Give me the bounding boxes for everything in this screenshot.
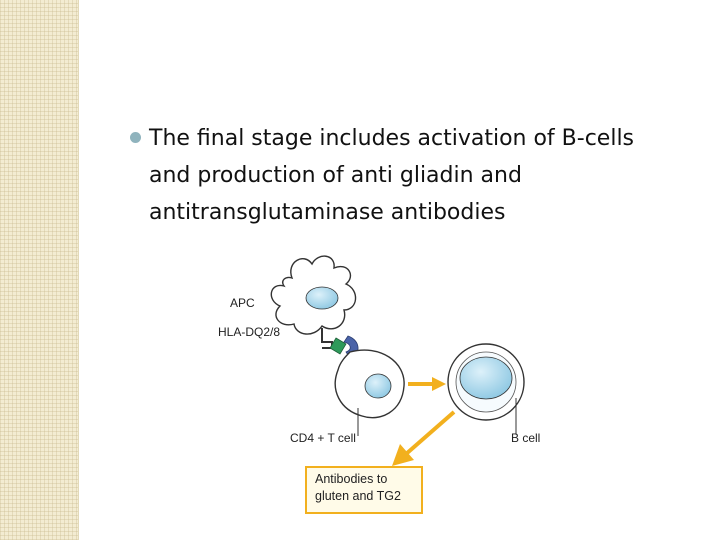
t-cell-nucleus [364,373,392,399]
bullet-text: The final stage includes activation of B… [149,126,635,225]
diagram-graphic [270,255,525,466]
immune-diagram: APC HLA-DQ2/8 CD4 + T cell B cell Antibo… [200,240,580,530]
arrow-t-to-b [408,377,446,391]
antibody-line-2: gluten and TG2 [315,489,401,503]
bullet-icon [130,132,141,143]
cd4-t-cell-label: CD4 + T cell [290,431,356,445]
antibody-line-1: Antibodies to [315,472,388,486]
b-cell-label: B cell [511,431,541,445]
arrow-b-to-antibodies [392,410,456,466]
decorative-side-band [0,0,79,540]
hla-receptor [321,328,333,349]
apc-nucleus [305,286,339,310]
antibody-box: Antibodies to gluten and TG2 [305,466,423,514]
b-cell-nucleus [459,356,513,400]
peptide-icon [329,337,347,355]
apc-label: APC [230,296,255,310]
hla-label: HLA-DQ2/8 [218,325,281,339]
bullet-item: The final stage includes activation of B… [130,120,690,231]
